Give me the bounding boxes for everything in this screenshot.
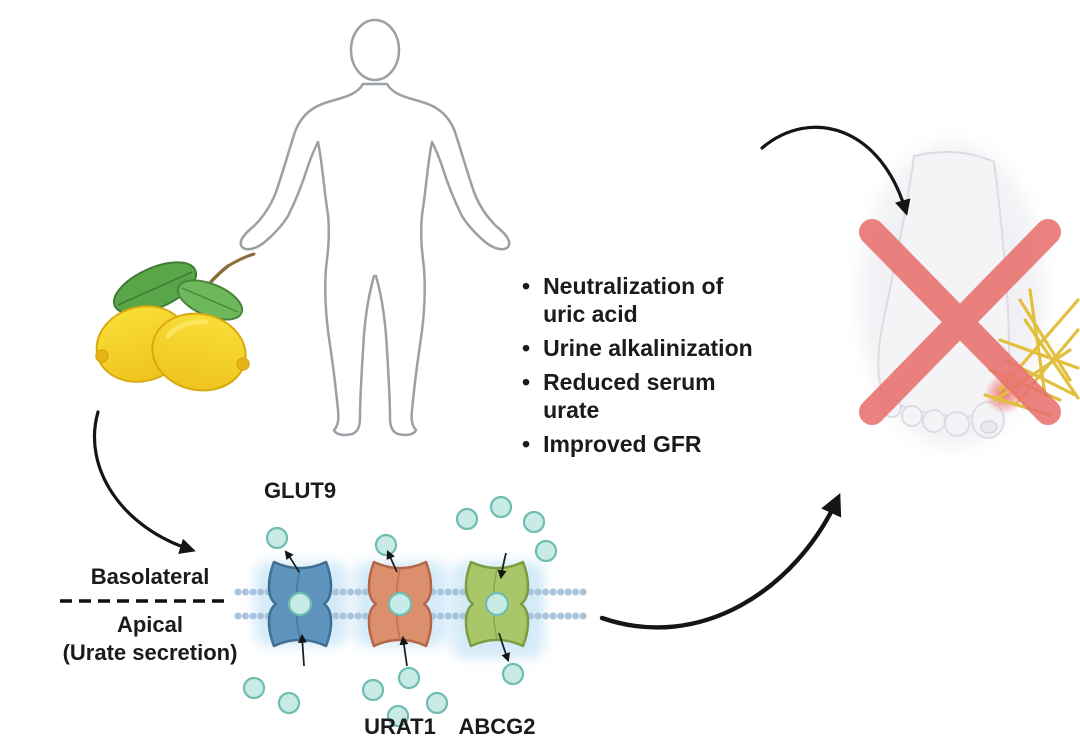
abcg2-transporter-label: ABCG2: [458, 714, 536, 739]
transport-direction-arrows: [284, 549, 510, 667]
urat1-transporter-label: URAT1: [364, 714, 436, 739]
arrow-to-foot: [760, 125, 911, 216]
urate-in-channel: [387, 591, 413, 617]
effects-bullet-list: • Neutralization of uric acid • Urine al…: [522, 272, 760, 464]
bullet-icon: •: [522, 431, 531, 458]
toenail: [980, 420, 998, 434]
arrow-membrane-to-foot: [599, 492, 842, 630]
bullet-icon: •: [522, 335, 531, 362]
gout-foot-icon: [859, 143, 1080, 447]
arrow-lemon-to-membrane: [92, 410, 196, 555]
list-item: • Reduced serum urate: [522, 368, 760, 424]
urate-secretion-sublabel: (Urate secretion): [62, 640, 238, 665]
lemons-with-leaves-icon: [95, 252, 256, 392]
glut9-transporter-label: GLUT9: [263, 478, 337, 503]
red-cross-mark-icon: [859, 219, 1061, 425]
effect-text: Urine alkalinization: [543, 335, 753, 362]
urate-in-channel: [287, 591, 313, 617]
list-item: • Improved GFR: [522, 430, 760, 458]
lemon-fruit: [151, 312, 250, 392]
bullet-icon: •: [522, 273, 531, 299]
human-body-outline-icon: [239, 18, 511, 437]
curved-arrows: [92, 125, 911, 630]
transporter-urat1: [367, 560, 433, 648]
apical-label: Apical: [116, 612, 184, 637]
head-outline: [349, 18, 401, 82]
transporter-glut9: [267, 560, 333, 648]
bullet-icon: •: [522, 369, 531, 396]
urate-in-channel: [484, 591, 510, 617]
list-item: • Neutralization of uric acid: [522, 272, 760, 328]
list-item: • Urine alkalinization: [522, 334, 760, 362]
urate-molecules: [242, 495, 558, 728]
membrane-diagram: [60, 495, 592, 728]
basolateral-label: Basolateral: [90, 564, 210, 589]
transporter-abcg2: [464, 560, 530, 648]
effect-text: Reduced serum urate: [543, 369, 716, 424]
effect-text: Neutralization of uric acid: [543, 273, 724, 328]
effect-text: Improved GFR: [543, 431, 702, 458]
